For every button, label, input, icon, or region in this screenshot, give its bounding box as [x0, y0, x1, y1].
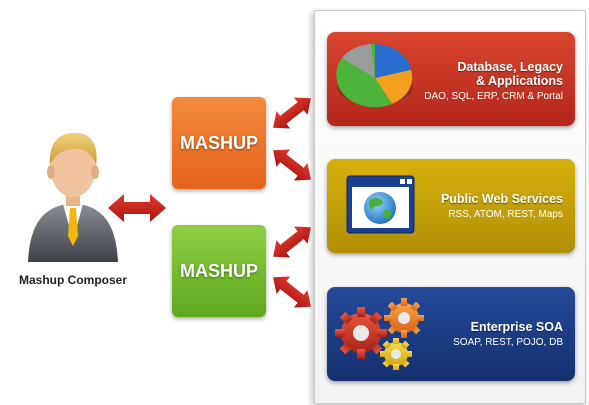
source-subtitle-web-services: RSS, ATOM, REST, Maps: [448, 209, 563, 220]
pie-chart-icon: [336, 43, 413, 108]
double-arrow-diagonal-icon-3: [273, 226, 311, 258]
double-arrow-diagonal-icon-4: [273, 276, 311, 308]
mashup-composer-label: Mashup Composer: [18, 273, 127, 287]
source-title-web-services: Public Web Services: [440, 192, 563, 206]
double-arrow-diagonal-icon-1: [273, 97, 311, 129]
double-arrow-horizontal-icon: [108, 194, 166, 222]
mashup-box-green: MASHUP: [172, 225, 266, 317]
gears-icon: [335, 298, 424, 370]
globe-window-icon: [346, 175, 415, 234]
source-card-database-text: Database, Legacy & Applications DAO, SQL…: [424, 60, 563, 103]
person-icon: [28, 132, 118, 262]
mashup-box-orange: MASHUP: [172, 97, 266, 189]
source-card-enterprise-soa-text: Enterprise SOA SOAP, REST, POJO, DB: [453, 320, 563, 349]
source-title-database-line2: & Applications: [475, 74, 563, 88]
source-subtitle-enterprise-soa: SOAP, REST, POJO, DB: [453, 337, 563, 348]
source-title-enterprise-soa: Enterprise SOA: [470, 320, 563, 334]
source-card-web-services-text: Public Web Services RSS, ATOM, REST, Map…: [441, 192, 563, 221]
double-arrow-diagonal-icon-2: [273, 149, 311, 181]
source-subtitle-database: DAO, SQL, ERP, CRM & Portal: [424, 91, 563, 102]
source-title-database-line1: Database, Legacy: [457, 60, 563, 74]
